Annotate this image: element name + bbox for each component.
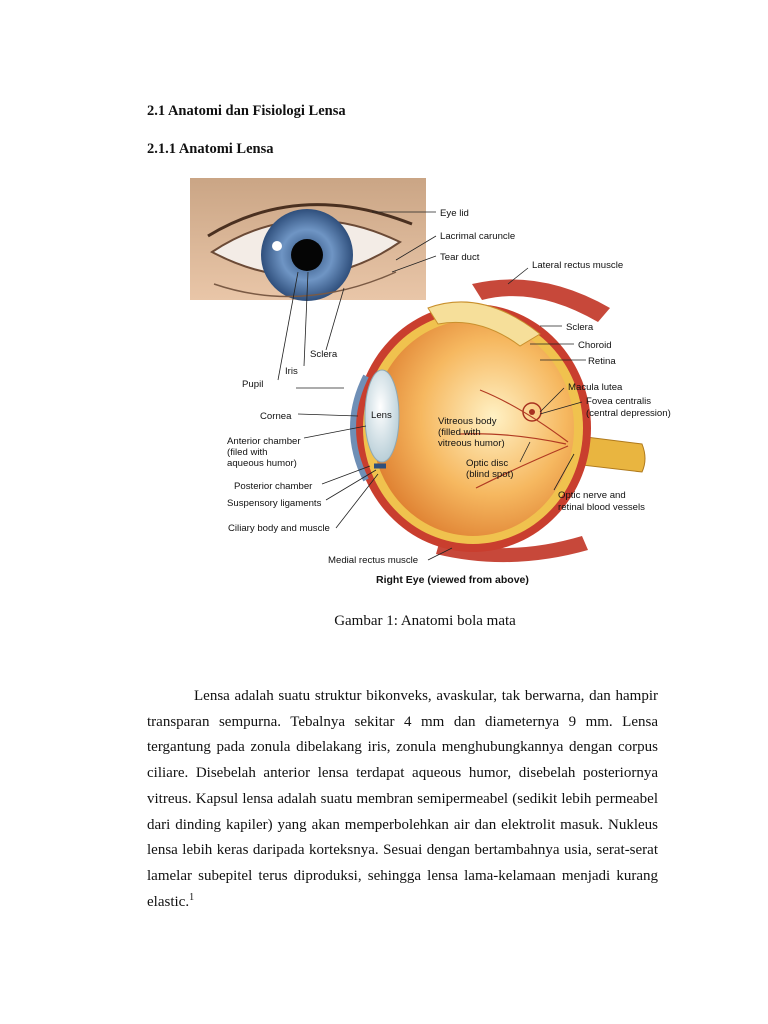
label-cornea: Cornea (260, 411, 292, 422)
label-retina: Retina (588, 356, 616, 367)
section-heading: 2.1 Anatomi dan Fisiologi Lensa (147, 103, 346, 119)
label-eye-lid: Eye lid (440, 208, 469, 219)
label-anterior-aqueous-humor: aqueous humor) (227, 458, 297, 469)
label-retinal-blood-vessels: retinal blood vessels (558, 502, 645, 513)
cornea-and-lens (350, 369, 400, 482)
label-posterior-chamber: Posterior chamber (234, 481, 313, 492)
label-vitreous-filled-with: (filled with (438, 427, 481, 438)
eye-anatomy-figure: Eye lid Lacrimal caruncle Tear duct Late… (190, 176, 680, 594)
label-suspensory-ligaments: Suspensory ligaments (227, 498, 322, 509)
label-ciliary-body: Ciliary body and muscle (228, 523, 330, 534)
label-sclera-left: Sclera (310, 349, 338, 360)
label-anterior-chamber: Anterior chamber (227, 436, 301, 447)
label-lens: Lens (371, 410, 392, 421)
figure-caption: Gambar 1: Anatomi bola mata (334, 613, 516, 629)
label-fovea-centralis: Fovea centralis (586, 396, 651, 407)
figure-title: Right Eye (viewed from above) (376, 574, 529, 586)
eye-anatomy-illustration: Eye lid Lacrimal caruncle Tear duct Late… (190, 178, 671, 586)
label-choroid: Choroid (578, 340, 612, 351)
lateral-rectus-muscle (472, 279, 610, 322)
label-fovea-central-depression: (central depression) (586, 408, 671, 419)
label-leader-lines (277, 211, 586, 561)
label-lacrimal-caruncle: Lacrimal caruncle (440, 231, 515, 242)
label-vitreous-body: Vitreous body (438, 416, 497, 427)
label-lateral-rectus-muscle: Lateral rectus muscle (532, 260, 623, 271)
label-tear-duct: Tear duct (440, 252, 480, 263)
label-vitreous-humor: vitreous humor) (438, 438, 505, 449)
eyeball-cross-section (355, 301, 591, 552)
external-eye-photo (190, 178, 426, 301)
subsection-heading: 2.1.1 Anatomi Lensa (147, 141, 274, 157)
body-paragraph: Lensa adalah suatu struktur bikonveks, a… (147, 684, 658, 915)
label-medial-rectus-muscle: Medial rectus muscle (328, 555, 418, 566)
footnote-marker: 1 (189, 891, 195, 903)
label-macula-lutea: Macula lutea (568, 382, 623, 393)
label-anterior-filed-with: (filed with (227, 447, 268, 458)
label-iris: Iris (285, 366, 298, 377)
paragraph-text: Lensa adalah suatu struktur bikonveks, a… (147, 688, 658, 910)
label-blind-spot: (blind spot) (466, 469, 513, 480)
label-optic-nerve: Optic nerve and (558, 490, 626, 501)
medial-rectus-muscle (436, 536, 588, 563)
label-optic-disc: Optic disc (466, 458, 508, 469)
label-sclera-right: Sclera (566, 322, 594, 333)
label-pupil: Pupil (242, 379, 263, 390)
